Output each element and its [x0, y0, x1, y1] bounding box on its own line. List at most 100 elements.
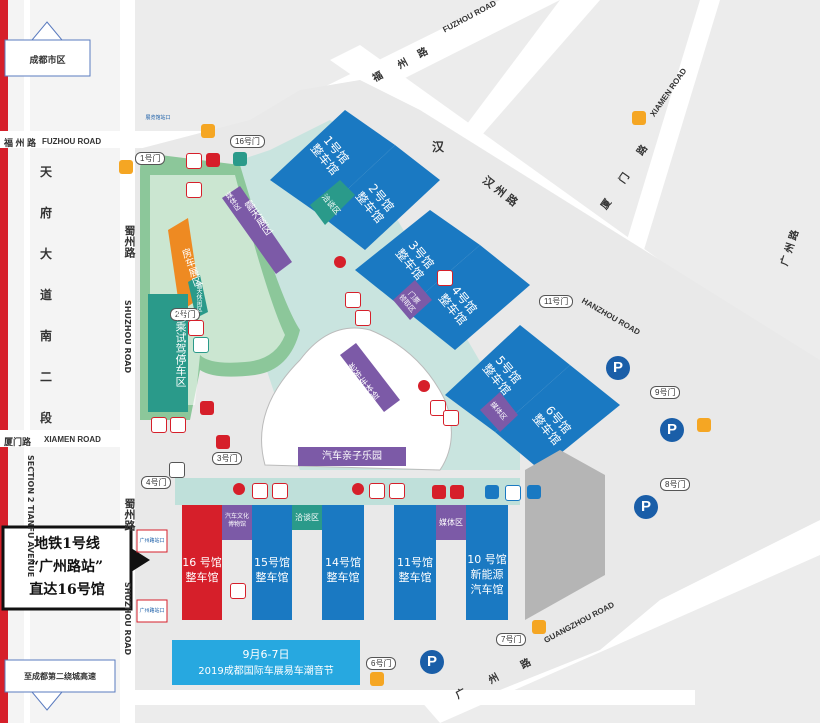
event-date: 9月6-7日 — [242, 648, 290, 661]
hall-4 — [405, 245, 530, 350]
hall-15 — [252, 505, 292, 620]
metro-station-bottom[interactable]: 广州路站口 — [139, 608, 165, 614]
bus-icon[interactable] — [532, 620, 546, 634]
parking-icon-3[interactable]: P — [634, 495, 658, 519]
hall-6 — [495, 365, 620, 470]
hall-15-label[interactable]: 15号馆 整车馆 — [254, 556, 290, 584]
hall-14-label[interactable]: 14号馆 整车馆 — [325, 556, 361, 584]
gate-16[interactable]: 16号门 — [230, 135, 265, 148]
hall-14 — [322, 505, 364, 620]
hall-16-label[interactable]: 16 号馆 整车馆 — [182, 556, 222, 584]
expressway-label: 至成都第二绕城高速 — [24, 672, 96, 681]
tianfu-avenue-en: SECTION 2 TIANFU AVENUE — [26, 455, 35, 578]
shuzhou-road-cn-upper: 蜀州路 — [123, 225, 136, 258]
gate-11[interactable]: 11号门 — [539, 295, 574, 308]
negotiation-zone-2 — [292, 505, 322, 530]
bike-icon — [527, 485, 541, 499]
classic-car-zone — [340, 343, 400, 412]
chengdu-city-box — [4, 39, 91, 77]
hall-16 — [182, 505, 222, 620]
negotiation-zone-1 — [310, 180, 355, 225]
no-entry-icon — [230, 583, 246, 599]
restroom-icon — [151, 417, 167, 433]
expressway-box — [4, 659, 116, 693]
media-zone-3-label: 媒体区 — [439, 518, 463, 527]
no-entry-icon — [437, 270, 453, 286]
bike-icon — [485, 485, 499, 499]
parking-icon-2[interactable]: P — [660, 418, 684, 442]
bus-icon[interactable] — [632, 111, 646, 125]
grey-building — [525, 450, 605, 620]
tianfu-avenue-cn: 天 府 大 道 南 二 段 — [40, 165, 53, 425]
hall-10 — [466, 505, 508, 620]
metro-callout-line1: 地铁1号线 — [34, 536, 100, 552]
xiamen-road-en: XIAMEN ROAD — [44, 435, 101, 444]
bus-icon[interactable] — [119, 160, 133, 174]
negotiation-zone-2-label: 洽谈区 — [295, 513, 319, 522]
restaurant-icon — [252, 483, 268, 499]
gate-1[interactable]: 1号门 — [135, 152, 166, 165]
metro-callout-line2: “广州路站” — [30, 559, 104, 575]
no-entry-icon — [272, 483, 288, 499]
event-banner — [172, 640, 360, 685]
medical-icon — [432, 485, 446, 499]
gate-6[interactable]: 6号门 — [366, 657, 397, 670]
restroom-icon — [170, 417, 186, 433]
luggage-icon — [206, 153, 220, 167]
chengdu-city-label: 成都市区 — [29, 56, 66, 66]
hanzhou-road-cn-1: 汉 — [432, 140, 445, 154]
luggage-icon — [200, 401, 214, 415]
restaurant-icon — [369, 483, 385, 499]
hall-1 — [270, 110, 395, 215]
hall-11 — [394, 505, 436, 620]
bus-icon[interactable] — [201, 124, 215, 138]
bike-icon — [505, 485, 521, 501]
exit-icon — [169, 462, 185, 478]
bus-icon[interactable] — [370, 672, 384, 686]
gate-9[interactable]: 9号门 — [650, 386, 681, 399]
gate-4[interactable]: 4号门 — [141, 476, 172, 489]
xiamen-road-cn: 厦门路 — [4, 437, 32, 447]
shuzhou-road-en-lower: SHUZHOU ROAD — [123, 582, 132, 656]
diagonal-halls — [270, 110, 620, 470]
service-icon — [186, 182, 202, 198]
fuzhou-road-en-left: FUZHOU ROAD — [42, 137, 102, 146]
gate-2[interactable]: 2号门 — [170, 308, 201, 321]
gate-3[interactable]: 3号门 — [212, 452, 243, 465]
parking-icon-4[interactable]: P — [420, 650, 444, 674]
exit-icon — [216, 435, 230, 449]
ticket-zone — [393, 280, 432, 320]
hall-10-label[interactable]: 10 号馆 新能源 汽车馆 — [467, 553, 507, 596]
bus-icon[interactable] — [697, 418, 711, 432]
car-culture-museum — [222, 505, 252, 540]
shuzhou-road-en-upper: SHUZHOU ROAD — [123, 300, 132, 374]
gate-7[interactable]: 7号门 — [496, 633, 527, 646]
media-zone-3 — [436, 505, 466, 540]
shuzhou-road-cn-lower: 蜀州路 — [123, 498, 136, 531]
no-entry-icon — [389, 483, 405, 499]
metro-callout-line3: 直达16号馆 — [29, 582, 105, 598]
service-icon — [188, 320, 204, 336]
service-icon — [443, 410, 459, 426]
service-icon — [355, 310, 371, 326]
hall-3 — [355, 210, 480, 310]
wc-icon — [233, 152, 247, 166]
parking-icon-1[interactable]: P — [606, 356, 630, 380]
service-icon — [193, 337, 209, 353]
media-zone-1 — [480, 392, 518, 432]
top-right-station[interactable]: 展览馆站口 — [145, 115, 171, 121]
cafe-icon — [430, 400, 446, 416]
metro-station-top[interactable]: 广州路站口 — [139, 538, 165, 544]
gate-8[interactable]: 8号门 — [660, 478, 691, 491]
outdoor-zone — [222, 186, 292, 274]
hall-11-label[interactable]: 11号馆 整车馆 — [397, 556, 433, 584]
info-icon — [334, 256, 346, 268]
medical-icon — [450, 485, 464, 499]
info-icon — [352, 483, 364, 495]
kids-park-label: 汽车亲子乐园 — [322, 451, 382, 462]
outdoor-2-label: 露天休闲区 — [195, 282, 202, 312]
fuzhou-road-cn-left: 福 州 路 — [4, 138, 37, 148]
event-name: 2019成都国际车展易车潮音节 — [198, 666, 334, 677]
info-icon — [418, 380, 430, 392]
